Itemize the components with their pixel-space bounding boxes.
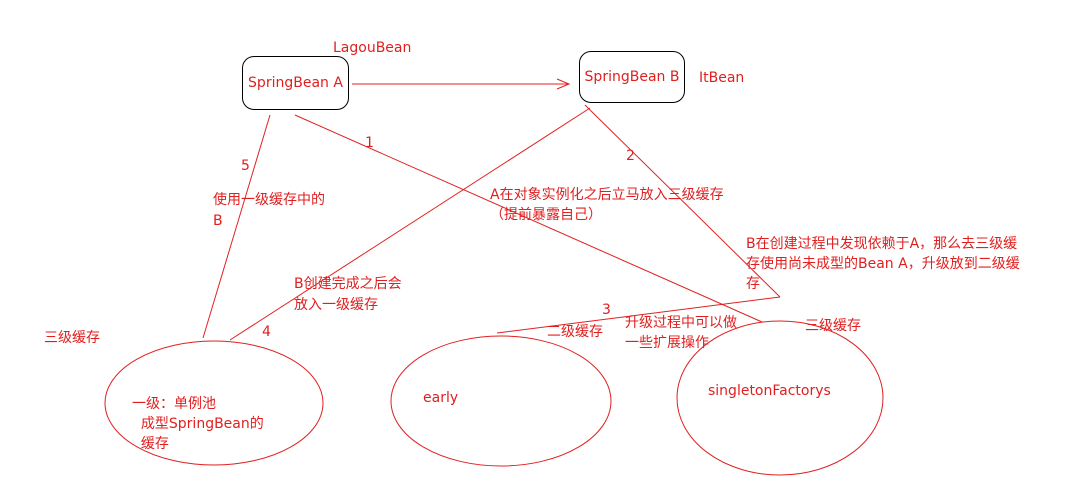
spring-bean-a-box: SpringBean A	[242, 56, 349, 110]
singleton-factories-cache-content: singletonFactorys	[708, 383, 831, 399]
spring-bean-a-label: SpringBean A	[248, 75, 343, 91]
step4-description: B创建完成之后会 放入一级缓存	[294, 276, 402, 313]
level3-cache-label: 三级缓存	[805, 318, 861, 334]
three-level-cache-title: 三级缓存	[44, 330, 100, 346]
step5-description: 使用一级缓存中的 B	[213, 192, 325, 229]
level1-cache-content: 一级：单例池 成型SpringBean的 缓存	[132, 396, 264, 452]
early-cache-content: early	[423, 390, 459, 406]
step3-number: 3	[602, 302, 611, 318]
line-step4-b-to-level1	[229, 107, 591, 341]
step1-number: 1	[365, 135, 374, 151]
singleton-factories-cache-ellipse	[676, 320, 884, 476]
step2-number: 2	[626, 148, 635, 164]
level2-cache-label: 二级缓存	[547, 324, 603, 340]
step5-number: 5	[241, 158, 250, 174]
line-step2-b-down	[584, 104, 781, 298]
step3-description: 升级过程中可以做 一些扩展操作	[625, 315, 737, 351]
line-step3-upgrade-to-level2	[496, 296, 781, 334]
line-step1-a-to-level3	[294, 114, 763, 323]
step4-number: 4	[262, 324, 271, 340]
it-bean-label: ItBean	[699, 70, 745, 86]
lagou-bean-label: LagouBean	[333, 40, 412, 56]
early-cache-ellipse	[390, 335, 612, 467]
spring-bean-b-box: SpringBean B	[579, 51, 685, 103]
spring-bean-b-label: SpringBean B	[584, 69, 680, 85]
step1-description: A在对象实例化之后立马放入三级缓存 （提前暴露自己）	[490, 187, 724, 223]
step2-description: B在创建过程中发现依赖于A，那么去三级缓 存使用尚未成型的Bean A，升级放到…	[746, 236, 1020, 292]
line-step5-level1-to-a	[202, 114, 271, 339]
level1-cache-ellipse	[104, 340, 324, 466]
